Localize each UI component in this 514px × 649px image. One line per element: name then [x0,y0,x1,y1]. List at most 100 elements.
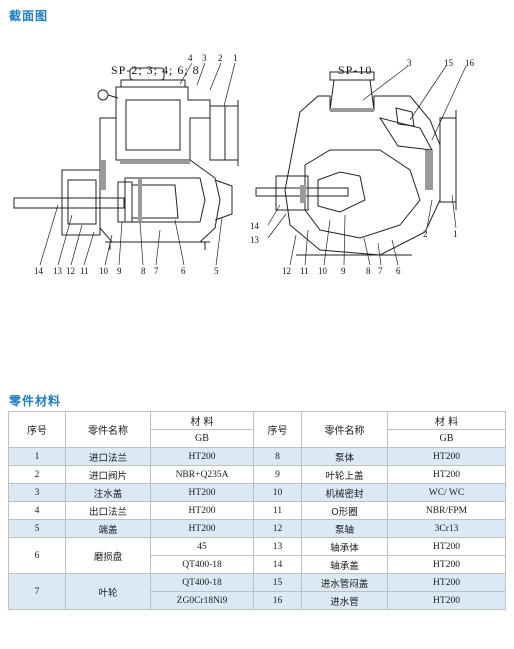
header-no-right: 序号 [253,411,302,448]
cell-name: 轴承盖 [301,555,388,574]
cell-material: HT200 [150,447,254,466]
cell-name: 进水管闷盖 [301,573,388,592]
table-row: QT400-18 14 轴承盖 HT200 [9,555,506,574]
left-label-4: 4 [188,53,193,63]
right-label-16: 16 [465,58,475,68]
cell-no: 7 [8,573,66,610]
cell-material: HT200 [387,447,506,466]
cell-no: 2 [8,465,66,484]
section-title-materials: 零件材料 [9,394,62,408]
right-label-7: 7 [378,266,383,276]
cell-material: HT200 [387,573,506,592]
cell-no: 15 [253,573,302,592]
cell-name: 机械密封 [301,483,388,502]
left-label-5: 5 [214,266,219,276]
left-label-6: 6 [181,266,186,276]
left-label-1: 1 [233,53,238,63]
right-label-10: 10 [318,266,328,276]
cell-name: 叶轮上盖 [301,465,388,484]
cell-material: HT200 [150,483,254,502]
right-label-15: 15 [444,58,454,68]
left-label-10: 10 [99,266,109,276]
cell-material: QT400-18 [150,555,254,574]
table-header-row: 序号 零件名称 材 料 序号 零件名称 材 料 [8,411,506,448]
cell-no: 9 [253,465,302,484]
cell-name: 轴承体 [301,537,388,556]
cell-no: 3 [8,483,66,502]
left-label-9: 9 [117,266,122,276]
table-row: 6 磨损盘 45 13 轴承体 HT200 [8,537,506,574]
right-label-12: 12 [282,266,291,276]
cell-no: 10 [253,483,302,502]
cell-name: O形圈 [301,501,388,520]
right-pump-cross-section [255,71,457,256]
cell-name: 注水盖 [65,483,151,502]
cell-no: 6 [8,537,66,574]
cell-name: 叶轮 [65,573,151,610]
cell-material: HT200 [387,465,506,484]
left-label-13: 13 [53,266,63,276]
cell-material: NBR/FPM [387,501,506,520]
cell-material: HT200 [150,501,254,520]
left-label-8: 8 [141,266,146,276]
cell-no: 1 [8,447,66,466]
right-label-2: 2 [423,229,428,239]
right-label-3: 3 [407,58,412,68]
cell-no: 5 [8,519,66,538]
cell-no: 4 [8,501,66,520]
cell-material: 45 [150,537,254,556]
table-row: ZG0Cr18Ni9 16 进水管 HT200 [9,591,506,610]
header-name-right: 零件名称 [301,411,388,448]
header-no-left: 序号 [8,411,66,448]
cell-name: 进口法兰 [65,447,151,466]
table-row: 5 端盖 HT200 12 泵轴 3Cr13 [8,519,506,538]
right-label-13: 13 [250,235,260,245]
cell-material: WC/ WC [387,483,506,502]
cell-name: 进水管 [301,591,388,610]
cell-material: HT200 [387,591,506,610]
left-label-7: 7 [154,266,159,276]
cell-no: 8 [253,447,302,466]
cell-no: 12 [253,519,302,538]
right-label-1: 1 [453,229,458,239]
right-label-6: 6 [396,266,401,276]
right-drawing-caption: SP-10 [338,63,373,77]
parts-materials-table: 序号 零件名称 材 料 序号 零件名称 材 料 GB GB 1 进口法兰 HT2… [8,411,506,610]
left-label-14: 14 [34,266,44,276]
cell-material: NBR+Q235A [150,465,254,484]
cell-name: 出口法兰 [65,501,151,520]
left-label-11: 11 [80,266,89,276]
header-material-right: 材 料 [387,411,506,430]
header-material-left: 材 料 [150,411,254,430]
right-label-8: 8 [366,266,371,276]
cell-material: QT400-18 [150,573,254,592]
table-row: 2 进口阀片 NBR+Q235A 9 叶轮上盖 HT200 [8,465,506,484]
cell-name: 进口阀片 [65,465,151,484]
header-name-left: 零件名称 [65,411,151,448]
cell-material: HT200 [150,519,254,538]
left-pump-cross-section: 4 3 2 1 14 13 12 11 10 9 8 7 6 5 [13,53,475,276]
cell-no: 11 [253,501,302,520]
right-label-14: 14 [250,221,260,231]
cell-material: 3Cr13 [387,519,506,538]
left-label-3: 3 [202,53,207,63]
cell-name: 端盖 [65,519,151,538]
cell-no: 14 [253,555,302,574]
left-label-2: 2 [218,53,223,63]
table-row: 3 注水盖 HT200 10 机械密封 WC/ WC [8,483,506,502]
cell-name: 磨损盘 [65,537,151,574]
header-standard-right: GB [387,429,506,448]
cell-material: HT200 [387,537,506,556]
left-label-12: 12 [66,266,75,276]
cell-material: ZG0Cr18Ni9 [150,591,254,610]
cell-material: HT200 [387,555,506,574]
right-label-11: 11 [300,266,309,276]
cell-name: 泵轴 [301,519,388,538]
table-row: 1 进口法兰 HT200 8 泵体 HT200 [8,447,506,466]
table-row: 7 叶轮 QT400-18 15 进水管闷盖 HT200 [8,573,506,610]
left-drawing-caption: SP-2; 3; 4; 6; 8 [111,63,200,77]
cell-no: 16 [253,591,302,610]
section-title-drawing: 截面图 [9,9,49,23]
cell-no: 13 [253,537,302,556]
right-label-9: 9 [341,266,346,276]
